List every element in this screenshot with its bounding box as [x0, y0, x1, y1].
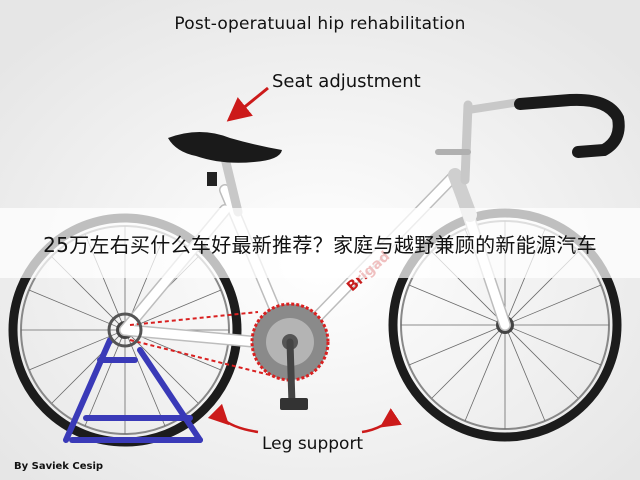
- banner-text: 25万左右买什么车好最新推荐？家庭与越野兼顾的新能源汽车: [43, 232, 597, 257]
- image-credit: By Saviek Cesip: [14, 461, 104, 472]
- handlebar: [435, 93, 625, 185]
- diagram-title: Post-operatuual hip rehabilitation: [174, 14, 466, 34]
- seat-adjustment-label: Seat adjustment: [272, 71, 421, 92]
- leg-support-arrow: [207, 403, 402, 434]
- saddle: [168, 132, 282, 217]
- overlay-banner: 25万左右买什么车好最新推荐？家庭与越野兼顾的新能源汽车: [0, 208, 640, 278]
- drivetrain: [107, 302, 330, 410]
- leg-support-label: Leg support: [262, 434, 364, 454]
- seat-arrow: [226, 86, 269, 122]
- trainer-stand: [63, 337, 203, 443]
